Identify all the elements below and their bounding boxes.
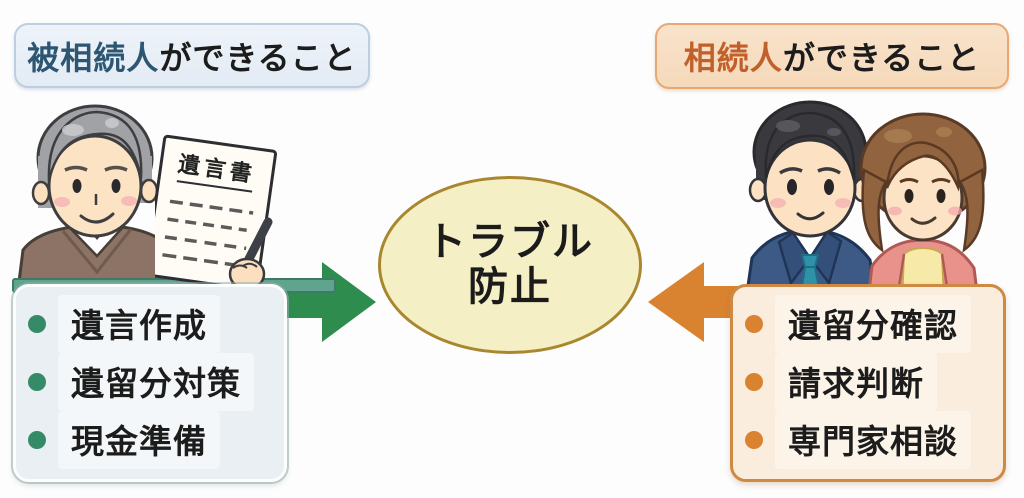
document-line (167, 217, 247, 233)
man-eyebrow (104, 165, 128, 172)
man-face (47, 134, 143, 238)
suit-lapel (777, 231, 812, 286)
heir-item-label: 請求判断 (775, 353, 937, 411)
decedent-header-badge: 被相続人ができること (14, 23, 370, 88)
heir-item-label: 遺留分確認 (775, 295, 971, 353)
trouble-prevention-line2: 防止 (468, 265, 552, 309)
heir-header-suffix: ができること (782, 40, 981, 76)
suit-lapel (808, 230, 843, 286)
green-arrow-icon (246, 262, 376, 342)
document-paper: 遺言書 (155, 134, 278, 292)
decedent-item-label: 遺言作成 (58, 295, 220, 353)
bullet-icon (28, 373, 46, 391)
orange-arrow-icon (648, 262, 778, 342)
heirs-actions-panel: 遺留分確認 請求判断 専門家相談 (730, 284, 1006, 482)
document-line (164, 235, 247, 251)
man-mouth (79, 212, 115, 224)
document-line (169, 199, 254, 215)
list-item: 専門家相談 (745, 411, 993, 469)
bullet-icon (745, 431, 763, 449)
tie-knot (800, 254, 820, 268)
hand-holding-pen (228, 257, 266, 291)
list-item: 遺留分対策 (28, 353, 274, 411)
man-ear (31, 180, 51, 206)
heir-item-label: 専門家相談 (775, 411, 971, 469)
bullet-icon (745, 373, 763, 391)
heir-man-figure (745, 100, 877, 295)
man-eye (111, 179, 121, 193)
document-line (162, 253, 236, 267)
bullet-icon (28, 315, 46, 333)
man-head (31, 104, 159, 238)
decedent-actions-panel: 遺言作成 遺留分対策 現金準備 (13, 284, 287, 482)
decedent-header-highlight: 被相続人 (27, 39, 160, 76)
trouble-prevention-line1: トラブル (426, 220, 594, 265)
decedent-item-label: 現金準備 (58, 411, 220, 469)
bullet-icon (745, 315, 763, 333)
decedent-item-label: 遺留分対策 (58, 353, 254, 411)
yellow-top (901, 247, 945, 295)
decedent-header-suffix: ができること (159, 39, 357, 76)
list-item: 請求判断 (745, 353, 993, 411)
man-eyebrow (64, 165, 88, 172)
bullet-icon (28, 431, 46, 449)
man-eye (72, 179, 82, 193)
list-item: 現金準備 (28, 411, 274, 469)
woman-hair-left (861, 167, 888, 253)
trouble-prevention-ellipse: トラブル 防止 (378, 176, 642, 354)
heir-woman-figure (859, 112, 987, 295)
woman-hair-right (958, 167, 985, 253)
heir-header-highlight: 相続人 (683, 40, 783, 76)
list-item: 遺言作成 (28, 295, 274, 353)
heir-couple-illustration (745, 100, 987, 295)
heir-man-face (763, 138, 857, 238)
list-item: 遺留分確認 (745, 295, 993, 353)
will-document: 遺言書 (155, 134, 278, 300)
heir-header-badge: 相続人ができること (655, 23, 1009, 89)
